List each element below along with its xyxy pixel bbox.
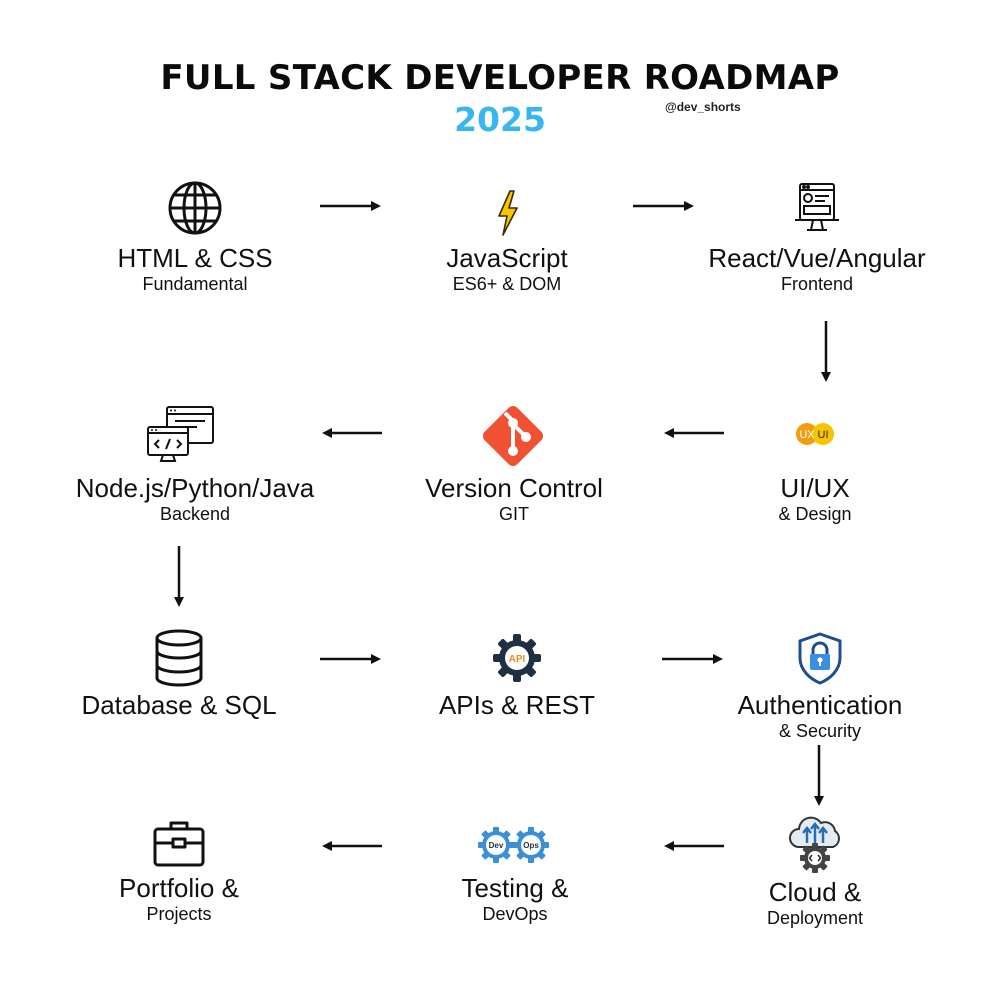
database-icon	[155, 629, 203, 687]
step-sublabel: Deployment	[766, 908, 864, 928]
ui-text: UI	[818, 429, 829, 441]
ops-text: Ops	[523, 841, 539, 850]
code-windows-icon	[147, 406, 214, 462]
step-sublabel: Frontend	[780, 274, 854, 294]
api-text: API	[509, 654, 526, 665]
step-sublabel: DevOps	[482, 904, 548, 924]
step-sublabel: Backend	[159, 504, 231, 524]
step-label: APIs & REST	[438, 690, 596, 720]
step-sublabel: GIT	[499, 504, 529, 524]
step-sublabel: ES6+ & DOM	[452, 274, 562, 294]
step-label: UI/UX	[780, 473, 850, 503]
git-icon	[482, 405, 544, 467]
step-label: JavaScript	[446, 243, 568, 273]
step-label: Portfolio &	[119, 873, 239, 903]
author-handle: @dev_shorts	[665, 100, 741, 114]
api-gear-icon: API	[493, 634, 541, 682]
dev-text: Dev	[489, 841, 504, 850]
briefcase-icon	[153, 821, 205, 867]
step-label: React/Vue/Angular	[708, 243, 926, 273]
shield-lock-icon	[798, 632, 842, 685]
year-subtitle: 2025	[454, 100, 546, 139]
page-title: FULL STACK DEVELOPER ROADMAP	[160, 58, 840, 98]
monitor-icon	[795, 183, 839, 231]
step-sublabel: Fundamental	[142, 274, 248, 294]
step-sublabel: Projects	[146, 904, 212, 924]
step-label: Cloud &	[768, 877, 862, 907]
step-label: Authentication	[737, 690, 903, 720]
step-label: HTML & CSS	[117, 243, 273, 273]
step-label: Database & SQL	[81, 690, 277, 720]
lightning-icon	[498, 190, 518, 236]
ux-text: UX	[799, 429, 815, 441]
step-label: Node.js/Python/Java	[75, 473, 315, 503]
globe-icon	[168, 181, 222, 235]
step-label: Testing &	[461, 873, 569, 903]
devops-gears-icon: Dev Ops	[478, 827, 549, 863]
step-sublabel: & Security	[778, 721, 862, 741]
step-label: Version Control	[425, 473, 603, 503]
ux-ui-icon: UX UI	[796, 423, 834, 445]
step-sublabel: & Design	[778, 504, 852, 524]
cloud-gear-icon	[789, 816, 840, 873]
